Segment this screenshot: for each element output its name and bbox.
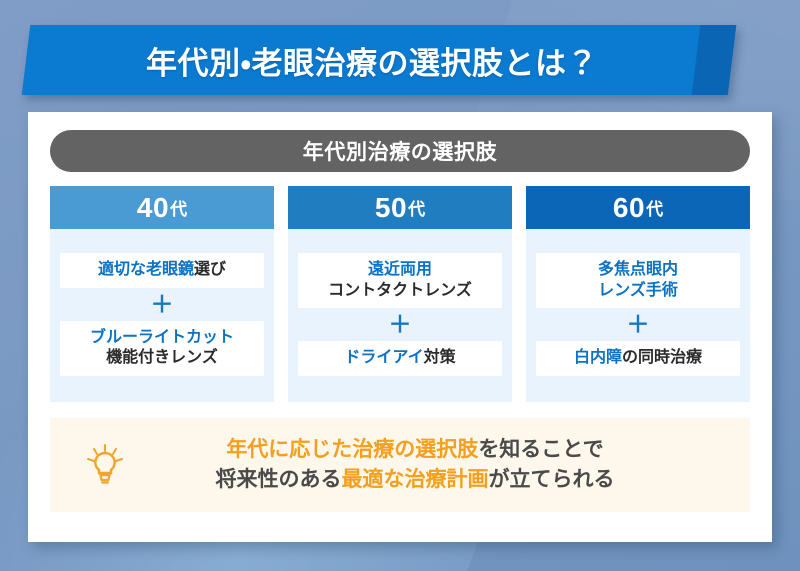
highlighted-term: ブルーライトカット <box>89 328 234 346</box>
plain-term: の同時治療 <box>622 349 703 367</box>
highlighted-term: 適切な老眼鏡 <box>97 261 194 279</box>
summary-plain: を知ることで <box>478 438 604 462</box>
treatment-option: ブルーライトカット機能付きレンズ <box>60 320 264 376</box>
highlighted-term: 白内障 <box>573 349 622 367</box>
lightbulb-icon <box>76 443 134 487</box>
treatment-option-line: ブルーライトカット <box>64 328 260 348</box>
treatment-option-line: 遠近両用 <box>302 260 498 280</box>
summary-note: 年代に応じた治療の選択肢を知ることで 将来性のある最適な治療計画が立てられる <box>50 418 750 512</box>
plus-separator-icon: ＋ <box>150 290 174 317</box>
age-column-body-60: 多焦点眼内レンズ手術＋白内障の同時治療 <box>526 229 750 402</box>
age-unit: 代 <box>170 200 188 219</box>
plus-separator-icon: ＋ <box>626 311 650 338</box>
treatment-option: 遠近両用コントタクトレンズ <box>298 253 502 309</box>
age-column-body-40: 適切な老眼鏡選び ＋ ブルーライトカット機能付きレンズ <box>50 229 274 402</box>
summary-highlight: 最適な治療計画 <box>341 468 489 491</box>
treatment-option: 白内障の同時治療 <box>536 341 740 376</box>
summary-text: 年代に応じた治療の選択肢を知ることで 将来性のある最適な治療計画が立てられる <box>134 435 724 495</box>
age-unit: 代 <box>646 200 664 219</box>
plain-term: 対策 <box>423 349 456 367</box>
highlighted-term: 遠近両用 <box>367 261 432 279</box>
page-title: 年代別・老眼治療の選択肢とは？ <box>145 45 599 81</box>
plain-term: コントタクトレンズ <box>328 281 472 299</box>
age-unit: 代 <box>408 200 426 219</box>
treatment-option-line: 多焦点眼内 <box>540 260 736 280</box>
treatment-option-line: レンズ手術 <box>540 281 736 301</box>
treatment-option: 適切な老眼鏡選び <box>60 253 264 288</box>
treatment-option-line: 適切な老眼鏡選び <box>64 260 260 280</box>
age-number: 60 <box>612 191 646 223</box>
treatment-option-line: 白内障の同時治療 <box>540 348 736 368</box>
age-column-body-50: 遠近両用コントタクトレンズ＋ドライアイ対策 <box>288 229 512 402</box>
plus-separator-icon: ＋ <box>388 311 412 338</box>
treatment-option: ドライアイ対策 <box>298 341 502 376</box>
highlighted-term: 多焦点眼内 <box>597 261 678 279</box>
summary-line-1: 年代に応じた治療の選択肢を知ることで <box>134 435 696 465</box>
summary-plain: 将来性のある <box>215 468 342 491</box>
summary-highlight: 年代に応じた治療の選択肢 <box>226 438 479 462</box>
treatment-option-line: ドライアイ対策 <box>302 348 498 368</box>
highlighted-term: ドライアイ <box>344 349 424 367</box>
age-number: 40 <box>136 191 170 223</box>
treatment-option: 多焦点眼内レンズ手術 <box>536 253 740 309</box>
highlighted-term: レンズ手術 <box>598 281 678 299</box>
plain-term: 選び <box>194 261 227 279</box>
treatment-option-line: コントタクトレンズ <box>302 281 498 301</box>
plain-term: 機能付きレンズ <box>106 349 218 367</box>
section-subtitle-pill: 年代別治療の選択肢 <box>50 130 750 172</box>
header-banner: 年代別・老眼治療の選択肢とは？ <box>21 25 737 95</box>
summary-line-2: 将来性のある最適な治療計画が立てられる <box>134 465 696 495</box>
summary-plain: が立てられる <box>488 468 615 491</box>
age-number: 50 <box>374 191 408 223</box>
treatment-option-line: 機能付きレンズ <box>64 348 260 368</box>
